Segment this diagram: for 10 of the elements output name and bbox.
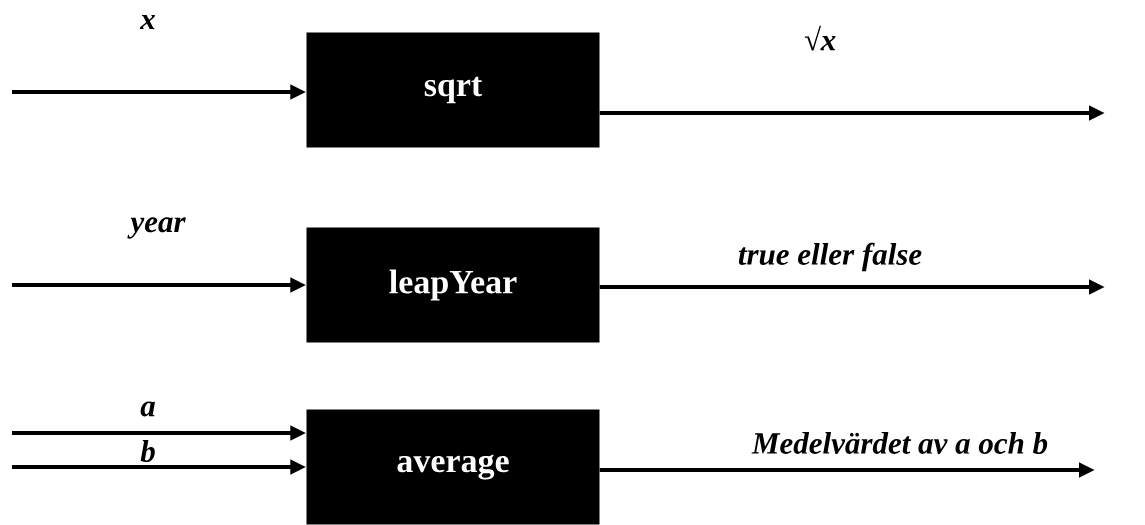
edge-label: Medelvärdet av a och b (751, 432, 1049, 454)
function-box: average (306, 409, 600, 525)
edge-label: a (140, 401, 156, 417)
function-box: sqrt (306, 32, 600, 148)
function-box: leapYear (306, 227, 600, 343)
edge-label: year (127, 217, 186, 239)
edge-label: b (140, 440, 156, 462)
edge-label: x (139, 14, 156, 30)
edge-label: true eller false (737, 242, 923, 272)
edge-label: √x (803, 25, 837, 51)
